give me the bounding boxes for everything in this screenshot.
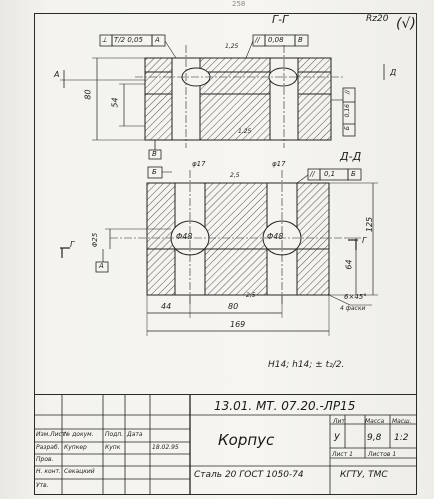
gg-dim-80: 80 bbox=[83, 89, 93, 100]
dd-roughness-top: 2,5 bbox=[230, 172, 240, 179]
dd-roughness-bottom: 2,5 bbox=[246, 292, 256, 299]
scale-value: 1:2 bbox=[394, 433, 409, 443]
fcf-dd-cell-1: // bbox=[310, 170, 315, 178]
dd-dim-80: 80 bbox=[228, 302, 239, 311]
gg-roughness-bottom: 1,25 bbox=[238, 128, 252, 135]
fcf-right-cell-3: Б bbox=[344, 126, 351, 131]
datum-b-bottom-label: В bbox=[152, 150, 157, 158]
sheets-label: Листов 1 bbox=[368, 451, 397, 458]
gg-roughness-top: 1,25 bbox=[225, 43, 239, 50]
hdr-lit: Лит bbox=[333, 418, 345, 425]
fcf-dd-cell-3: Б bbox=[351, 170, 356, 178]
dd-phi48-left: Φ48 bbox=[176, 232, 193, 241]
row-sign-0: Подп. bbox=[105, 431, 124, 438]
fcf-top-cell-3: A bbox=[155, 36, 160, 44]
dd-chamfer-note: 4 фаски bbox=[340, 305, 366, 312]
fcf-parallel-cell-2: 0,08 bbox=[268, 36, 284, 44]
row-name-3: Секацкий bbox=[64, 468, 95, 475]
row-role-0: Изм.Лист bbox=[36, 431, 66, 438]
sheet-label: Лист 1 bbox=[332, 451, 353, 458]
organization: КГТУ, ТМС bbox=[340, 470, 388, 480]
dd-gamma-left: Г bbox=[70, 240, 75, 249]
row-role-2: Пров. bbox=[36, 456, 54, 463]
part-name: Корпус bbox=[218, 431, 275, 449]
hdr-mass: Масса bbox=[365, 418, 385, 425]
doc-code: 13.01. МТ. 07.20.-ЛР15 bbox=[214, 399, 356, 413]
row-name-0: № докум. bbox=[64, 431, 94, 438]
title-block: 13.01. МТ. 07.20.-ЛР15 Корпус Сталь 20 Г… bbox=[34, 394, 417, 495]
dd-dim-125: 125 bbox=[365, 216, 375, 233]
dd-phi25: Φ25 bbox=[91, 232, 100, 248]
title-block-grid bbox=[34, 394, 417, 495]
section-gg-label: Г-Г bbox=[272, 13, 289, 26]
roughness-check-icon: (√) bbox=[396, 16, 416, 32]
hdr-scale: Масш. bbox=[392, 418, 412, 425]
row-role-4: Утв. bbox=[36, 482, 49, 489]
gg-dim-54: 54 bbox=[110, 97, 120, 108]
section-gg-view bbox=[60, 45, 385, 160]
row-role-1: Разраб. bbox=[36, 444, 60, 451]
fcf-parallel-cell-3: B bbox=[298, 36, 303, 44]
datum-a-top-label: А bbox=[54, 70, 60, 79]
row-role-3: Н. конт. bbox=[36, 468, 61, 475]
roughness-symbol: Rz20 bbox=[366, 14, 389, 24]
dd-phi17-right: φ17 bbox=[272, 160, 286, 168]
fcf-parallel-cell-1: // bbox=[255, 36, 260, 44]
datum-d-right-label: Д bbox=[390, 68, 397, 77]
material-spec: Сталь 20 ГОСТ 1050-74 bbox=[194, 470, 304, 480]
dd-datum-b-box: Б bbox=[152, 168, 157, 176]
dd-chamfer: 6×45° bbox=[344, 293, 367, 301]
fcf-top-cell-1: ⟂ bbox=[102, 36, 107, 44]
sheet-frame bbox=[34, 13, 417, 495]
row-sign-1: Купк bbox=[105, 444, 121, 451]
dd-dim-169: 169 bbox=[230, 320, 246, 329]
tolerance-note: H14; h14; ± t₂/2. bbox=[268, 360, 345, 370]
row-date-0: Дата bbox=[127, 431, 143, 438]
lit-value: у bbox=[334, 431, 340, 442]
fcf-right-cell-2: 0,16 bbox=[344, 104, 351, 118]
dd-gamma-right: Г bbox=[362, 236, 367, 245]
row-date-1: 18.02.95 bbox=[152, 444, 179, 451]
fcf-right-cell-1: // bbox=[344, 90, 351, 95]
dd-phi17-left: φ17 bbox=[192, 160, 206, 168]
dd-datum-a-label: А bbox=[99, 262, 104, 270]
fcf-top-group bbox=[99, 34, 356, 137]
fcf-dd-cell-2: 0,1 bbox=[324, 170, 336, 178]
section-dd-label: Д-Д bbox=[340, 150, 362, 163]
row-name-1: Купкер bbox=[64, 444, 87, 451]
dd-dim-44: 44 bbox=[161, 302, 172, 311]
section-dd-view bbox=[60, 166, 378, 336]
dd-phi48-right: Φ48 bbox=[267, 232, 284, 241]
dd-dim-64: 64 bbox=[344, 259, 354, 270]
page-number: 258 bbox=[232, 0, 246, 8]
fcf-top-cell-2: T/2 0,05 bbox=[114, 36, 143, 44]
mass-value: 9,8 bbox=[367, 433, 382, 443]
